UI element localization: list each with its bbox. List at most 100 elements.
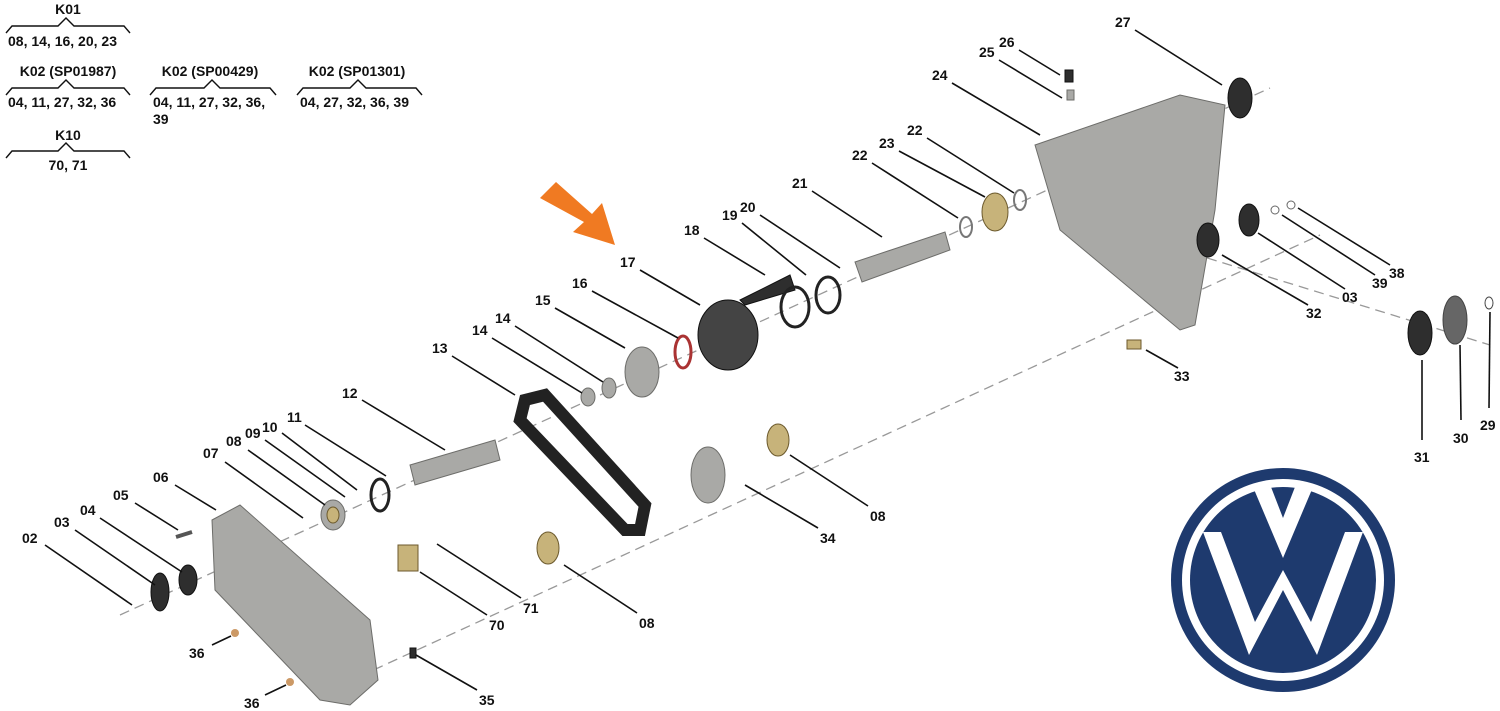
- leader-lines: [44, 29, 1491, 696]
- leader-line: [361, 399, 446, 451]
- leader-line: [74, 529, 156, 586]
- brace: [296, 79, 423, 96]
- shim-22: [959, 216, 973, 238]
- callout-label: 08: [870, 508, 886, 524]
- callout-label: 70: [489, 617, 505, 633]
- callout-label: 29: [1480, 417, 1496, 433]
- callout-label: 05: [113, 487, 129, 503]
- nut-29: [1484, 296, 1494, 310]
- callout-label: 14: [495, 310, 511, 326]
- callout-label: 31: [1414, 449, 1430, 465]
- brace: [5, 142, 131, 159]
- callout-label: 03: [1342, 289, 1358, 305]
- kit-parts-k02-sp01987: 04, 11, 27, 32, 36: [8, 94, 116, 110]
- callout-label: 09: [245, 425, 261, 441]
- seal-32: [1196, 222, 1220, 258]
- leader-line: [264, 439, 346, 498]
- callout-label: 07: [203, 445, 219, 461]
- leader-line: [436, 543, 522, 599]
- flange-30: [1442, 295, 1468, 345]
- callout-label: 19: [722, 207, 738, 223]
- callout-label: 14: [472, 322, 488, 338]
- leader-line: [1145, 349, 1179, 369]
- dowel-36: [231, 629, 239, 637]
- callout-label: 23: [879, 135, 895, 151]
- callout-label: 10: [262, 419, 278, 435]
- callout-label: 16: [572, 275, 588, 291]
- ring-38: [1286, 200, 1296, 210]
- leader-line: [789, 454, 869, 507]
- kit-parts-k01: 08, 14, 16, 20, 23: [8, 33, 117, 49]
- leader-line: [44, 544, 133, 606]
- leader-line: [1459, 344, 1462, 421]
- bearing-14b: [601, 377, 617, 399]
- leader-line: [1281, 214, 1376, 276]
- leader-line: [491, 337, 583, 394]
- bearing-23: [981, 192, 1009, 232]
- highlight-arrow: [540, 182, 615, 245]
- kit-parts-k02-sp00429: 04, 11, 27, 32, 36,: [153, 94, 265, 110]
- ring-19: [779, 285, 811, 329]
- leader-line: [281, 432, 358, 491]
- callout-label: 20: [740, 199, 756, 215]
- callout-label: 34: [820, 530, 836, 546]
- kit-title-k02-sp00429: K02 (SP00429): [162, 63, 259, 79]
- leader-line: [1221, 254, 1309, 306]
- kit-title-k02-sp01301: K02 (SP01301): [309, 63, 406, 79]
- fork-18: [739, 274, 796, 306]
- callout-label: 24: [932, 67, 948, 83]
- leader-line: [898, 150, 986, 198]
- callout-label: 39: [1372, 275, 1388, 291]
- callout-label: 36: [244, 695, 260, 711]
- leader-line: [639, 269, 701, 306]
- kit-title-k02-sp01987: K02 (SP01987): [20, 63, 117, 79]
- callout-label: 25: [979, 44, 995, 60]
- kit-title-k10: K10: [55, 127, 81, 143]
- leader-line: [247, 449, 326, 506]
- gear-34: [690, 446, 726, 504]
- callout-label: 08: [639, 615, 655, 631]
- callout-label: 06: [153, 469, 169, 485]
- leader-line: [591, 290, 679, 339]
- callout-label: 02: [22, 530, 38, 546]
- gear-15: [624, 346, 660, 398]
- callout-label: 13: [432, 340, 448, 356]
- leader-line: [264, 684, 287, 696]
- callout-label: 26: [999, 34, 1015, 50]
- leader-line: [134, 502, 179, 531]
- ring-16: [673, 334, 693, 370]
- leader-line: [741, 222, 807, 276]
- leader-line: [563, 564, 638, 614]
- leader-line: [554, 307, 626, 349]
- callout-label: 33: [1174, 368, 1190, 384]
- seal-03b: [1238, 203, 1260, 237]
- callout-label: 32: [1306, 305, 1322, 321]
- kit-legend: K01 08, 14, 16, 20, 23 K02 (SP01987) 04,…: [5, 1, 423, 173]
- leader-line: [211, 635, 232, 646]
- callout-label: 11: [287, 409, 302, 425]
- callout-label: 18: [684, 222, 700, 238]
- leader-line: [1018, 49, 1061, 76]
- leader-line: [451, 355, 516, 396]
- kit-parts-k10: 70, 71: [49, 157, 88, 173]
- callout-label: 12: [342, 385, 358, 401]
- oil-pump-17: [697, 299, 759, 371]
- callout-label: 03: [54, 514, 70, 530]
- leader-line: [1257, 232, 1346, 290]
- leader-line: [174, 484, 217, 511]
- brace: [5, 17, 131, 34]
- bearing-08b: [766, 423, 790, 457]
- magnet-33: [1126, 339, 1142, 350]
- vw-logo: [1171, 468, 1395, 692]
- brace: [5, 79, 131, 96]
- leader-line: [744, 484, 819, 529]
- bearing-14: [580, 387, 596, 407]
- bearing-08c: [536, 531, 560, 565]
- callout-label: 35: [479, 692, 495, 708]
- sensor-70: [397, 544, 419, 572]
- ring-20: [814, 275, 842, 315]
- leader-line: [514, 325, 604, 383]
- bolt-05: [175, 530, 193, 539]
